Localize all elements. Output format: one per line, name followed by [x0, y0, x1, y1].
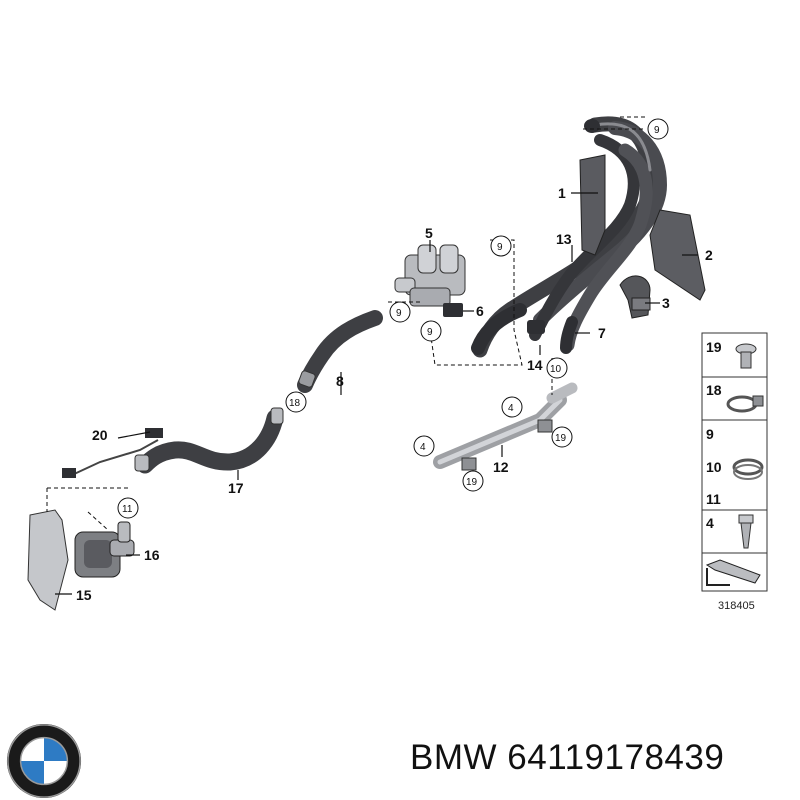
callout-5: 5 [425, 225, 433, 241]
spring-clamp-icon [732, 458, 764, 480]
callout-circle-9a: 9 [654, 125, 660, 136]
connector-part-6 [443, 303, 463, 317]
callout-7: 7 [598, 325, 606, 341]
callout-circle-4b: 4 [420, 442, 426, 453]
callout-14: 14 [527, 357, 543, 373]
coolant-pipe-part-12 [433, 382, 578, 471]
legend-item-9: 9 [706, 426, 714, 442]
pump-part-16 [74, 521, 135, 578]
callout-20: 20 [92, 427, 108, 443]
callout-circle-19b: 19 [466, 477, 478, 488]
screw-icon [735, 343, 757, 369]
callout-3: 3 [662, 295, 670, 311]
callout-circle-4a: 4 [508, 403, 514, 414]
callout-16: 16 [144, 547, 160, 563]
bracket-part-15 [27, 509, 69, 611]
brand-name: BMW [410, 738, 498, 777]
callout-circle-9d: 9 [427, 327, 433, 338]
connector-part-14 [527, 320, 545, 334]
callout-8: 8 [336, 373, 344, 389]
arrow-icon [705, 559, 761, 586]
diagram-id: 318405 [718, 600, 755, 612]
hose-clamp-icon [726, 395, 764, 413]
callout-circle-9c: 9 [396, 308, 402, 319]
callout-6: 6 [476, 303, 484, 319]
hose-part-7 [560, 316, 578, 354]
bracket-part-2 [649, 209, 706, 301]
legend-item-18: 18 [706, 382, 722, 398]
wire-part-20 [62, 428, 163, 478]
brand-part-number: BMW 64119178439 [410, 738, 724, 778]
legend-item-4: 4 [706, 515, 714, 531]
callout-circle-11: 11 [122, 504, 133, 515]
callout-17: 17 [228, 480, 244, 496]
callout-circle-18: 18 [289, 398, 301, 409]
callout-1: 1 [558, 185, 566, 201]
part-number: 64119178439 [507, 738, 725, 777]
hose-part-17 [136, 409, 284, 474]
parts-legend: 19 18 9 10 11 4 [701, 332, 768, 592]
legend-item-10: 10 [706, 459, 722, 475]
legend-item-11: 11 [706, 491, 721, 507]
callout-2: 2 [705, 247, 713, 263]
clip-part-3 [619, 275, 651, 319]
callout-circle-19a: 19 [555, 433, 567, 444]
hose-part-14 [471, 303, 527, 355]
bmw-roundel-icon [6, 723, 82, 799]
callout-15: 15 [76, 587, 92, 603]
callout-13: 13 [556, 231, 572, 247]
callout-circle-9b: 9 [497, 242, 503, 253]
callout-circle-10: 10 [550, 364, 562, 375]
push-rivet-icon [738, 514, 754, 549]
bracket-part-1 [579, 154, 606, 256]
callout-12: 12 [493, 459, 509, 475]
valve-part-5 [394, 244, 466, 307]
legend-item-19: 19 [706, 339, 722, 355]
